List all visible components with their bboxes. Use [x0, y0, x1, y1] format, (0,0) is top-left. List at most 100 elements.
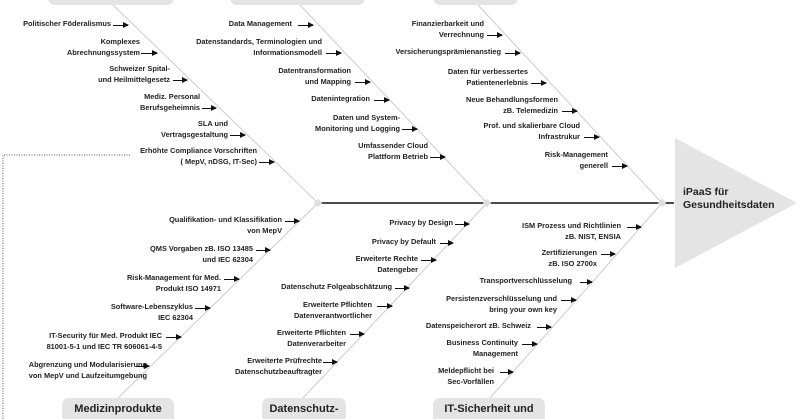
cause-label-line: zB. NIST, ENSIA [565, 231, 621, 241]
cause-label-line: und Heilmittelgesetz [98, 74, 170, 84]
category-box-it-sicherheit: IT-Sicherheit und [433, 398, 545, 419]
bone-top-2 [299, 4, 488, 204]
cause-label-line: von MepV [247, 225, 282, 235]
arrow-icon [323, 358, 338, 365]
arrow-icon [522, 340, 538, 347]
cause-label-line: SLA und [197, 119, 228, 128]
arrow-icon [612, 163, 628, 169]
cause-label-line: Datenstandards, Terminologien und [196, 37, 322, 46]
effect-label: iPaaS für Gesundheitsdaten [683, 186, 775, 212]
cause-label-line: Erweiterte Prüfrechte [247, 356, 322, 365]
cause-label-line: Qualifikation- und Klassifikation [169, 215, 282, 224]
arrow-icon [136, 362, 150, 369]
arrow-icon [487, 32, 503, 38]
cause-label-line: Data Management [228, 19, 292, 28]
category-box-medizinprodukte: Medizinprodukte [62, 398, 174, 419]
cause-label-line: von MepV und Laufzeitumgebung [28, 370, 147, 380]
cause-label-line: 81001-5-1 und IEC TR 606061-4-5 [46, 341, 162, 351]
arrow-icon [224, 275, 240, 282]
arrow-icon [584, 134, 600, 140]
cause-label: Datenspeicherort zB. Schweiz [426, 321, 531, 332]
cause-label-line: IEC 62304 [158, 312, 193, 322]
cause-label-line: Software-Lebenszyklus [110, 302, 193, 311]
cause-label-line: Monitoring und Logging [315, 123, 400, 133]
arrow-icon [259, 159, 275, 165]
bone-top-1 [112, 4, 319, 204]
cause-label-line: Meldepflicht bei [438, 366, 494, 375]
arrow-icon [374, 96, 390, 103]
cause-label-line: Erhöhte Compliance Vorschriften [140, 146, 257, 155]
arrow-icon [421, 256, 437, 263]
cause-label-line: Schweizer Spital- [109, 64, 170, 73]
bone-top-3 [477, 4, 663, 204]
cause-label-line: Risk-Management [544, 150, 608, 159]
junction-1 [313, 198, 323, 208]
arrow-icon [326, 50, 342, 56]
cause-label-line: Management [472, 348, 518, 358]
cause-label-line: Sec-Vorfällen [447, 376, 494, 386]
cause-label-line: ISM Prozess und Richtlinien [522, 221, 621, 230]
cause-label-line: IT-Security für Med. Produkt IEC [49, 331, 162, 340]
cause-label-line: Datenintegration [311, 94, 370, 103]
cause-label-line: und Mapping [305, 76, 351, 86]
arrow-icon [298, 21, 314, 28]
arrow-icon [141, 50, 158, 56]
effect-label-line: Gesundheitsdaten [683, 199, 775, 211]
cause-label: Datenschutz Folgeabschätzung [281, 282, 392, 293]
cause-label-line: Datenverantwortlicher [293, 310, 372, 320]
cause-label-line: QMS Vorgaben zB. ISO 13485 [150, 244, 253, 253]
arrow-icon [230, 132, 246, 138]
effect-label-line: iPaaS für [683, 186, 729, 198]
cause-label-line: Produkt ISO 14971 [155, 283, 221, 293]
cause-label: Risk-Management für Med.Produkt ISO 1497… [127, 273, 221, 294]
cause-label-line: Datentransformation [278, 66, 351, 75]
arrow-icon [531, 80, 547, 86]
cause-label: Politischer Föderalismus [23, 19, 111, 30]
cause-label: Schweizer Spital-und Heilmittelgesetz [98, 64, 170, 85]
category-box-datenschutz: Datenschutz- [262, 398, 346, 419]
cause-label-line: und IEC 62304 [202, 254, 253, 264]
arrow-icon [355, 79, 371, 85]
arrow-icon [561, 296, 577, 303]
cause-label-line: Daten für verbessertes [447, 67, 528, 76]
arrow-icon [285, 217, 300, 224]
dotted-connector [2, 154, 130, 419]
cause-label-line: Informationsmodell [253, 47, 322, 57]
arrow-icon [173, 77, 188, 83]
arrow-icon [601, 250, 616, 257]
cause-label-line: Datenverarbeiter [287, 338, 346, 348]
cause-label-line: Infrastrukur [538, 131, 580, 141]
category-box-top-1 [48, 0, 174, 5]
cause-label-line: Patientenerlebnis [466, 77, 528, 87]
cause-label-line: Daten und System- [333, 113, 400, 122]
cause-label-line: Erweiterte Pflichten [303, 300, 372, 309]
effect-head-shape [675, 138, 797, 268]
arrow-icon [350, 330, 365, 337]
category-box-top-3 [433, 0, 518, 5]
cause-label-line: Erweiterte Rechte [355, 254, 418, 263]
cause-label-line: Abgrenzung und Modularisierung [28, 360, 147, 369]
cause-label-line: Berufsgeheimnis [140, 102, 200, 112]
arrow-icon [562, 108, 578, 114]
cause-label-line: Umfassender Cloud [358, 141, 428, 150]
bone-bottom-1 [117, 202, 319, 399]
arrow-icon [402, 126, 418, 132]
arrow-icon [166, 333, 182, 340]
cause-label-line: Datenschutzbeauftragter [234, 366, 322, 376]
cause-label-line: Risk-Management für Med. [126, 273, 221, 282]
cause-label-line: Persistenzverschlüsselung und [446, 294, 557, 303]
cause-label: Privacy by Default [372, 237, 436, 248]
